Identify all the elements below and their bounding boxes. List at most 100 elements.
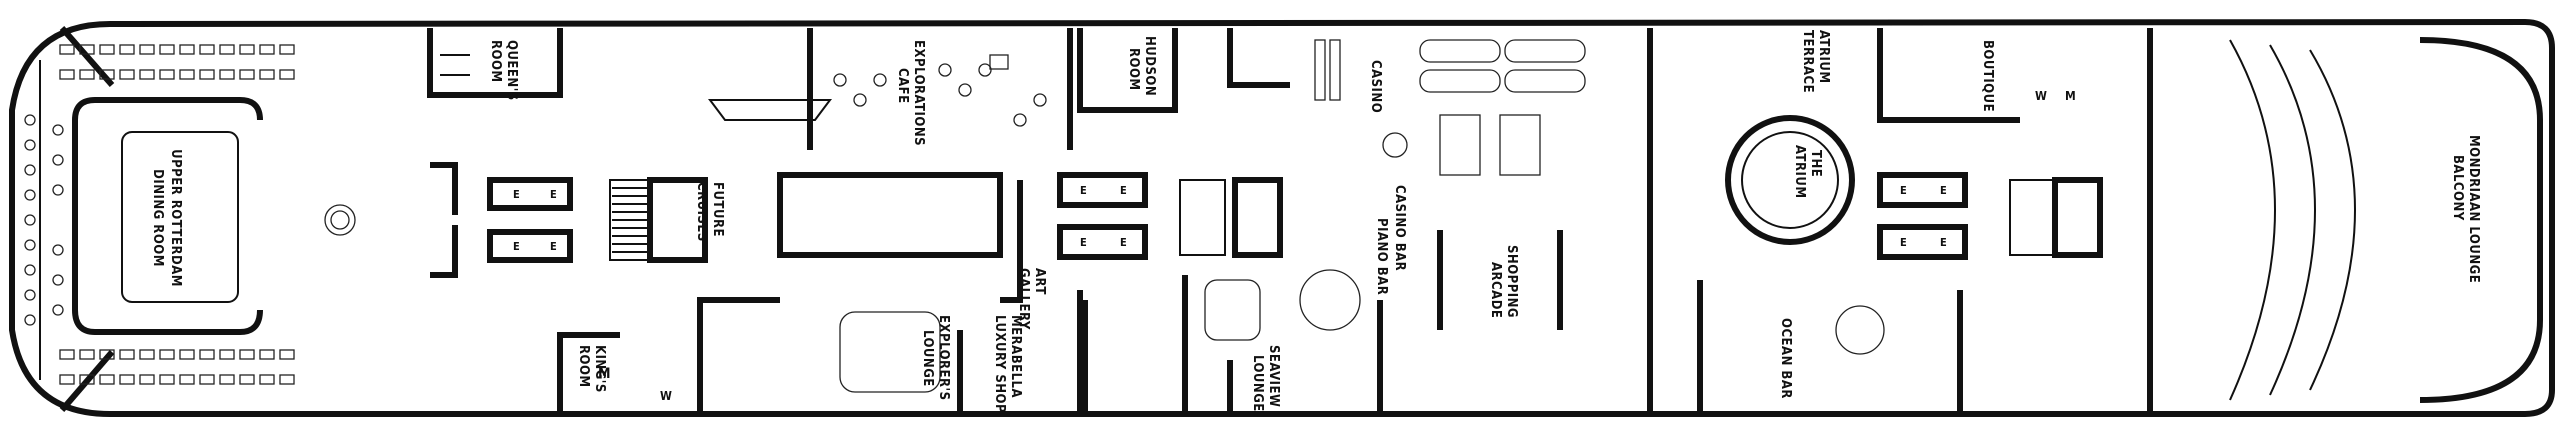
label-the-atrium-2: ATRIUM [1792,145,1807,199]
elevator-symbol: E [1120,236,1127,249]
label-queens-room-1: QUEEN'S [504,40,519,101]
svg-text:BALCONY: BALCONY [2450,155,2465,221]
atrium-terrace: ATRIUM TERRACE [1800,30,1831,93]
women-restroom-symbol: M [598,366,611,382]
label-explorations-1: EXPLORATIONS [911,40,926,146]
svg-text:KING'S: KING'S [592,345,607,393]
seaview-lounge: SEAVIEW LOUNGE [1182,275,1383,414]
label-casino-bar: CASINO BAR [1392,185,1407,271]
ocean-bar: OCEAN BAR [1697,280,1885,414]
label-shopping-2: ARCADE [1488,262,1503,318]
svg-text:DINING ROOM: DINING ROOM [150,169,165,267]
mondriaan-lounge-balcony: MONDRIAAN LOUNGE BALCONY [2147,28,2543,414]
art-gallery: ART GALLERY [1000,180,1047,330]
label-explorers-2: LOUNGE [920,330,935,387]
label-mondriaan-1: MONDRIAAN LOUNGE [2466,135,2481,283]
forward-elevator-bank: E E E E [430,162,708,278]
svg-text:QUEEN'S: QUEEN'S [504,40,519,101]
explorers-lounge: EXPLORER'S LOUNGE [697,297,963,414]
svg-text:SHOPPING: SHOPPING [1504,245,1519,318]
elevator-symbol: E [1900,184,1907,197]
women-restroom-symbol: W [2035,89,2047,103]
label-seaview-1: SEAVIEW [1266,345,1281,407]
svg-text:ART: ART [1032,268,1047,295]
label-hudson-2: ROOM [1126,48,1141,91]
bulkheads [1077,290,1963,414]
casino: CASINO [1227,28,1586,158]
label-future-cruises-1: FUTURE [710,182,725,237]
elevator-symbol: E [1080,184,1087,197]
label-mondriaan-2: BALCONY [2450,155,2465,221]
kings-room: KING'S ROOM M W [557,332,672,414]
cafe-seating [833,54,1047,127]
svg-text:ROOM: ROOM [488,40,503,83]
label-upper-rotterdam-2: DINING ROOM [150,169,165,267]
svg-text:ATRIUM: ATRIUM [1816,30,1831,84]
label-art-gallery-1: ART [1032,268,1047,295]
label-art-gallery-2: GALLERY [1016,268,1031,330]
label-atrium-terrace-1: ATRIUM [1816,30,1831,84]
elevator-symbol: E [550,240,557,253]
label-merabella-2: LUXURY SHOP [992,315,1007,413]
atrium: THE ATRIUM [1647,28,1855,414]
label-boutique: BOUTIQUE [1980,40,1995,112]
label-atrium-terrace-2: TERRACE [1800,30,1815,93]
elevator-symbol: E [1940,236,1947,249]
svg-text:ROOM: ROOM [1126,48,1141,91]
shopping-arcade: SHOPPING ARCADE [1437,114,1563,330]
svg-text:EXPLORATIONS: EXPLORATIONS [911,40,926,146]
elevator-symbol: E [1120,184,1127,197]
svg-text:THE: THE [1808,150,1823,177]
svg-text:ARCADE: ARCADE [1488,262,1503,318]
hull [9,18,2555,417]
elevator-symbol: E [1900,236,1907,249]
svg-text:LUXURY SHOP: LUXURY SHOP [992,315,1007,413]
svg-text:HUDSON: HUDSON [1142,36,1157,96]
central-library [777,172,1003,258]
svg-text:MERABELLA: MERABELLA [1008,315,1023,398]
merabella-luxury-shop: MERABELLA LUXURY SHOP [992,300,1088,414]
future-cruises: FUTURE CRUISES [694,182,725,242]
elevator-symbol: E [1080,236,1087,249]
svg-text:UPPER ROTTERDAM: UPPER ROTTERDAM [168,149,183,287]
boutique: BOUTIQUE W M [1877,28,2076,123]
svg-text:LOUNGE: LOUNGE [1250,355,1265,412]
svg-text:ATRIUM: ATRIUM [1792,145,1807,199]
elevator-symbol: E [550,188,557,201]
elevator-symbol: E [513,188,520,201]
label-queens-room-2: ROOM [488,40,503,83]
label-kings-room-2: ROOM [576,345,591,388]
mid-elevator-bank: E E E E [1057,172,1283,260]
label-ocean-bar: OCEAN BAR [1778,318,1793,399]
upper-rotterdam-dining-room: UPPER ROTTERDAM DINING ROOM [24,44,356,385]
dining-tables [24,44,295,385]
queens-room: QUEEN'S ROOM [427,28,563,101]
label-casino: CASINO [1368,60,1383,113]
label-seaview-2: LOUNGE [1250,355,1265,412]
men-restroom-symbol: M [2065,89,2076,103]
slot-machines [1314,39,1586,158]
svg-text:ROOM: ROOM [576,345,591,388]
elevator-symbol: E [513,240,520,253]
label-explorations-2: CAFE [895,68,910,104]
aft-elevator-bank: E E E E [1877,172,2103,260]
svg-text:EXPLORER'S: EXPLORER'S [936,315,951,401]
label-kings-room-1: KING'S [592,345,607,393]
label-upper-rotterdam-1: UPPER ROTTERDAM [168,149,183,287]
svg-text:SEAVIEW: SEAVIEW [1266,345,1281,407]
label-piano-bar: PIANO BAR [1374,218,1389,295]
svg-text:LOUNGE: LOUNGE [920,330,935,387]
label-explorers-1: EXPLORER'S [936,315,951,401]
piano-bar: PIANO BAR [1299,218,1389,331]
casino-bar: CASINO BAR [1392,185,1407,271]
label-the-atrium-1: THE [1808,150,1823,177]
svg-text:MONDRIAAN LOUNGE: MONDRIAAN LOUNGE [2466,135,2481,283]
label-hudson-1: HUDSON [1142,36,1157,96]
women-restroom-symbol-2: W [660,389,672,403]
hudson-room: HUDSON ROOM [1077,28,1178,113]
elevator-symbol: E [1940,184,1947,197]
explorations-cafe: EXPLORATIONS CAFE [708,28,1073,150]
label-merabella-1: MERABELLA [1008,315,1023,398]
label-shopping-1: SHOPPING [1504,245,1519,318]
